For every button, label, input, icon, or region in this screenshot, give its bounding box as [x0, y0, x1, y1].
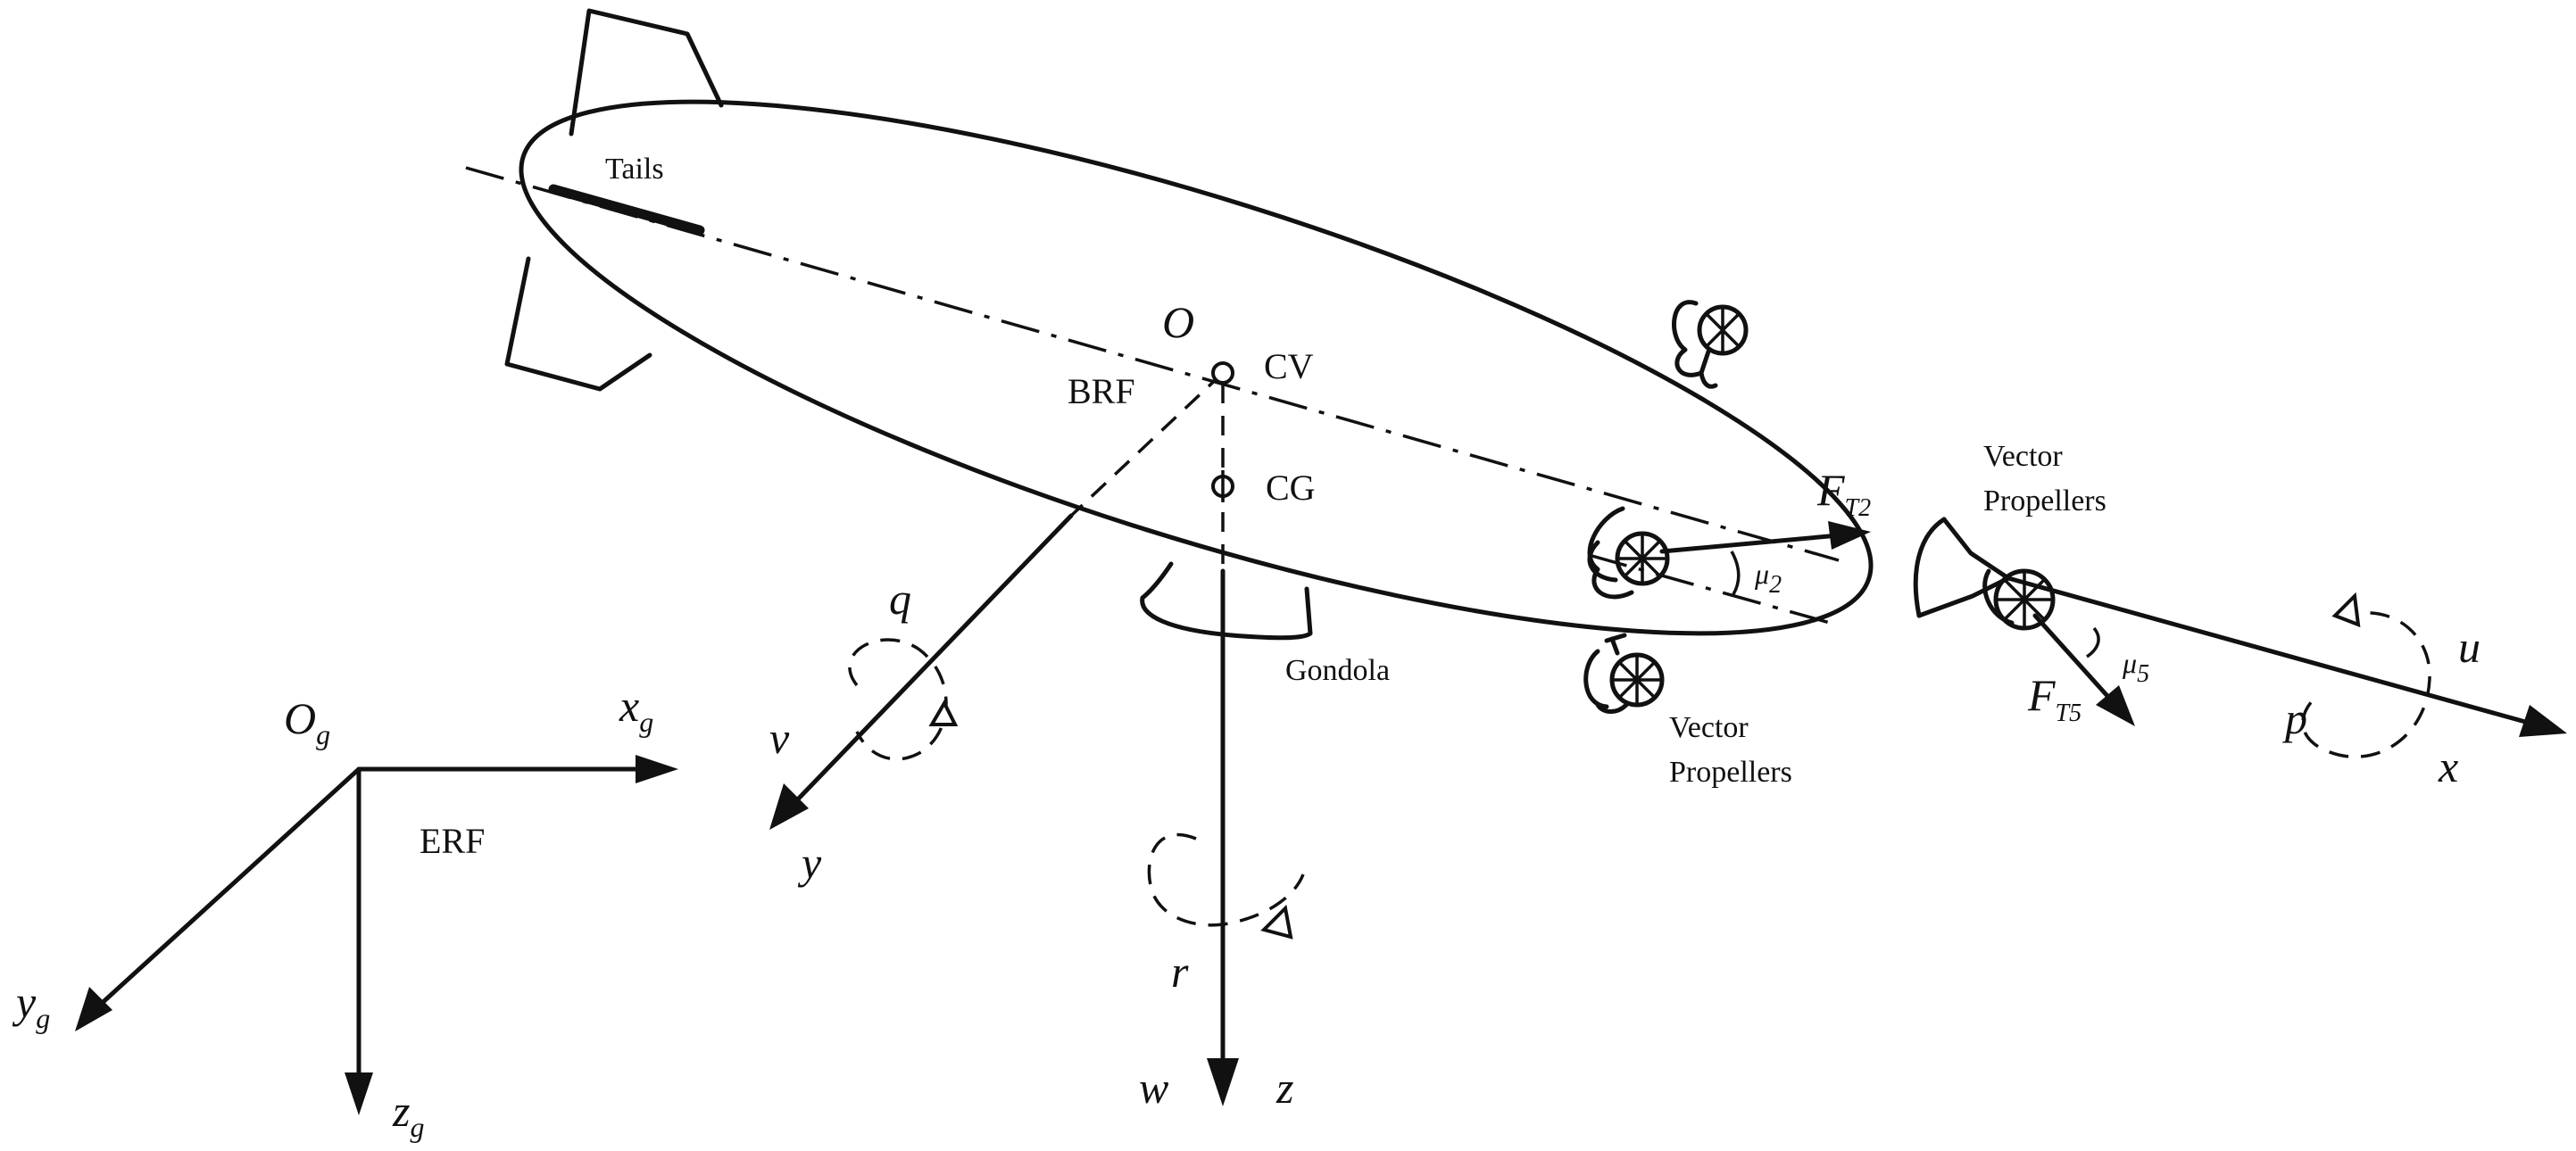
x-axis-line — [2006, 576, 2538, 727]
label-og: Og — [284, 693, 330, 750]
label-vector-propellers-bottom-2: Propellers — [1669, 756, 1792, 789]
nose-cap — [1913, 517, 2011, 618]
cg-marker — [1211, 470, 1234, 502]
ft5-force-line — [2032, 613, 2118, 708]
label-y: y — [797, 838, 822, 888]
label-origin-o: O — [1162, 297, 1194, 347]
mu5-arc — [2085, 626, 2100, 658]
label-vector-propellers-top-2: Propellers — [1983, 484, 2107, 518]
y-axis-line — [788, 513, 1074, 809]
label-mu2: μ2 — [1754, 558, 1782, 599]
erf-yg-arrowhead — [75, 987, 112, 1031]
x-axis-arrowhead — [2519, 705, 2567, 737]
label-mu5: μ5 — [2122, 647, 2149, 688]
longitudinal-axis-dashdot — [465, 166, 1840, 562]
label-ft5: FT5 — [2027, 670, 2082, 727]
label-gondola: Gondola — [1285, 654, 1390, 687]
erf-xg-arrowhead — [636, 755, 678, 783]
label-xg: xg — [619, 681, 653, 738]
label-w: w — [1139, 1063, 1168, 1113]
label-brf: BRF — [1068, 371, 1135, 411]
label-erf: ERF — [420, 821, 485, 861]
rotation-q-arrowhead — [928, 699, 959, 726]
tail-fins — [504, 8, 724, 392]
brf-dashed-link — [1069, 371, 1225, 518]
lower-tail-fin — [504, 256, 652, 392]
cv-point — [1211, 361, 1234, 385]
rotation-p-arrowhead — [2331, 592, 2361, 628]
label-cv: CV — [1264, 346, 1314, 386]
gondola — [1140, 561, 1313, 641]
ft2-force-line — [1659, 533, 1841, 554]
label-vector-propellers-top-1: Vector — [1983, 440, 2063, 473]
label-q: q — [889, 574, 911, 624]
label-tails: Tails — [605, 153, 664, 186]
propeller-reference-line — [1588, 553, 1831, 625]
label-p: p — [2282, 693, 2307, 743]
label-cg: CG — [1266, 468, 1316, 508]
rotation-r-arrowhead — [1260, 904, 1293, 940]
erf-yg-axis — [96, 766, 361, 1009]
label-z: z — [1276, 1063, 1293, 1113]
label-yg: yg — [12, 977, 50, 1034]
label-ft2: FT2 — [1816, 465, 1871, 522]
label-zg: zg — [392, 1086, 424, 1143]
erf-zg-arrowhead — [345, 1072, 373, 1115]
label-vector-propellers-bottom-1: Vector — [1669, 711, 1749, 744]
earth-reference-frame — [75, 755, 678, 1115]
tail-rod — [548, 184, 705, 236]
airship-hull — [519, 99, 1874, 636]
ft5-force-arrowhead — [2096, 685, 2135, 726]
propeller-ft2 — [1587, 506, 1670, 600]
propeller-top — [1672, 300, 1749, 389]
rotation-q — [848, 638, 959, 761]
ft2-force-arrowhead — [1828, 521, 1871, 550]
label-x: x — [2438, 741, 2458, 791]
upper-tail-fin — [569, 8, 724, 137]
propeller-bottom — [1583, 633, 1665, 714]
mu2-arc — [1730, 551, 1741, 595]
label-u: u — [2458, 622, 2480, 672]
y-axis-arrowhead — [769, 783, 809, 830]
rotation-p — [2301, 592, 2431, 758]
z-axis-arrowhead — [1207, 1058, 1239, 1106]
rotation-r — [1147, 832, 1305, 940]
label-r: r — [1171, 947, 1189, 997]
label-v: v — [769, 713, 790, 763]
